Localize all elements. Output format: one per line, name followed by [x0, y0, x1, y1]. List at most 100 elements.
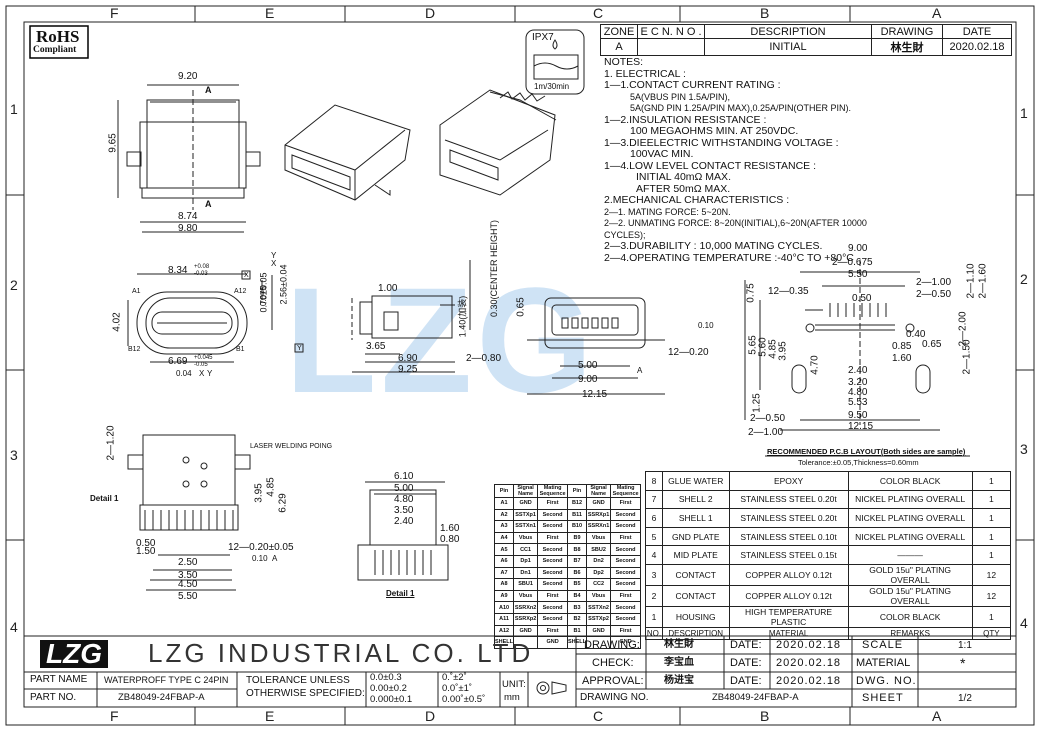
drawing-no-label: DRAWING NO.: [580, 692, 649, 703]
pin-row-cell: B8: [566, 543, 588, 556]
dim-label: 9.20: [178, 71, 198, 82]
dim-label: Y: [271, 251, 277, 260]
dim-label: 8.34: [168, 265, 188, 276]
pin-row-cell: B2: [566, 612, 588, 626]
dim-label: Y: [297, 345, 302, 352]
pin-row-cell: First: [537, 589, 568, 603]
drawing-by: 林生財: [664, 639, 694, 650]
pin-row-cell: A10: [493, 601, 515, 614]
dim-label: 0.50: [852, 293, 872, 304]
dim-label: A: [637, 366, 643, 375]
zone-label-bottom: D: [425, 708, 436, 724]
dim-label: A: [205, 199, 212, 209]
pin-header-row-cell: Pin: [566, 484, 588, 498]
pin-row-cell: Vbus: [586, 531, 612, 545]
pin-row-cell: B1: [566, 624, 588, 638]
zone-number-left: 4: [10, 619, 18, 635]
pin-row-cell: SSRXn2: [513, 601, 539, 614]
bom-row-cell: ———: [847, 545, 973, 565]
pin-row-cell: A2: [493, 508, 515, 522]
dim-label: 12—0.20±0.05: [228, 542, 294, 553]
dim-label: 12.15: [582, 389, 608, 400]
pin-header-row-cell: Mating Sequence: [610, 484, 641, 498]
dim-label: B12: [128, 346, 141, 353]
bom-header-row-cell: NO.: [645, 626, 663, 640]
pin-row-cell: Second: [537, 508, 568, 522]
zone-label-top: C: [593, 5, 604, 21]
note-line: 100VAC MIN.: [630, 148, 694, 160]
date-value: 2020.02.18: [776, 657, 842, 669]
front-view-drawing: [127, 270, 304, 363]
pin-row-cell: CC2: [586, 578, 612, 591]
bom-row-cell: 5: [645, 526, 663, 547]
bom-row-cell: GOLD 15u" PLATING OVERALL: [847, 584, 973, 607]
rev-header: DESCRIPTION: [704, 24, 872, 39]
dim-label: 4.50: [178, 579, 198, 590]
rev-header: E C N. N O .: [637, 24, 705, 39]
note-line: 2.MECHANICAL CHARACTERISTICS :: [604, 194, 790, 206]
bom-row-cell: HOUSING: [661, 605, 730, 628]
dim-label: 5.53: [848, 397, 868, 408]
pin-row-cell: Dn2: [586, 554, 612, 568]
pin-row-cell: A4: [493, 531, 515, 545]
bom-row-cell: 1: [645, 605, 663, 628]
dwg-no-label: DWG. NO.: [856, 675, 917, 687]
zone-label-top: F: [110, 5, 119, 21]
dim-label: +0.045: [194, 355, 213, 361]
zone-label-bottom: C: [593, 708, 604, 724]
check-by: 李宝血: [664, 657, 694, 668]
dim-label: 4.02: [111, 312, 123, 332]
dim-label: 1.40(加装): [457, 295, 468, 338]
pin-row-cell: Dp1: [513, 554, 539, 568]
dim-label: 0.30(CENTER HEIGHT): [489, 219, 500, 318]
zone-number-left: 3: [10, 447, 18, 463]
bom-row-cell: 1: [971, 605, 1012, 628]
dim-label: 0.50: [136, 538, 156, 549]
pin-row-cell: GND: [586, 497, 612, 510]
zone-number-left: 2: [10, 277, 18, 293]
bom-row-cell: SHELL 2: [661, 489, 730, 510]
dim-label: A12: [234, 288, 247, 295]
pin-row-cell: Vbus: [513, 531, 539, 545]
dim-label: X: [244, 272, 249, 279]
dim-label: 0.75: [745, 283, 757, 303]
dim-label: -0.03: [194, 271, 208, 277]
tolerance-label: OTHERWISE SPECIFIED:: [246, 688, 365, 699]
bom-row-cell: 4: [645, 545, 663, 565]
note-line: 2—3.DURABILITY : 10,000 MATING CYCLES.: [604, 240, 823, 252]
pin-row-cell: B6: [566, 566, 588, 580]
dim-label: 2.40: [394, 516, 414, 527]
dim-label: 9.00: [848, 243, 868, 254]
dim-label: 2—1.00: [748, 427, 784, 438]
pin-row-cell: A9: [493, 589, 515, 603]
pin-row-cell: A6: [493, 554, 515, 568]
dim-label: 2—1.60: [977, 263, 989, 299]
dim-label: 8.74: [178, 211, 198, 222]
pin-row-cell: First: [537, 531, 568, 545]
bom-row-cell: HIGH TEMPERATURE PLASTIC: [728, 605, 849, 628]
rev-cell: 林生財: [871, 38, 943, 56]
bom-row-cell: COLOR BLACK: [847, 605, 973, 628]
dim-label: 5.00: [578, 360, 598, 371]
rev-cell: [637, 38, 705, 56]
note-line: 1—4.LOW LEVEL CONTACT RESISTANCE :: [604, 159, 816, 172]
dim-label: 2—0.80: [466, 353, 502, 364]
dim-label: Detail 1: [90, 494, 119, 503]
rev-header: ZONE: [600, 24, 638, 39]
tolerance-linear: 0.00±0.2: [370, 683, 407, 694]
bom-row-cell: GLUE WATER: [661, 471, 730, 491]
note-line: 5A(VBUS PIN 1.5A/PIN),: [630, 91, 731, 102]
pin-header-row-cell: Mating Sequence: [537, 484, 568, 498]
rohs-box: [29, 25, 89, 59]
zone-number-right: 4: [1020, 615, 1028, 631]
rev-header: DATE: [942, 24, 1012, 39]
